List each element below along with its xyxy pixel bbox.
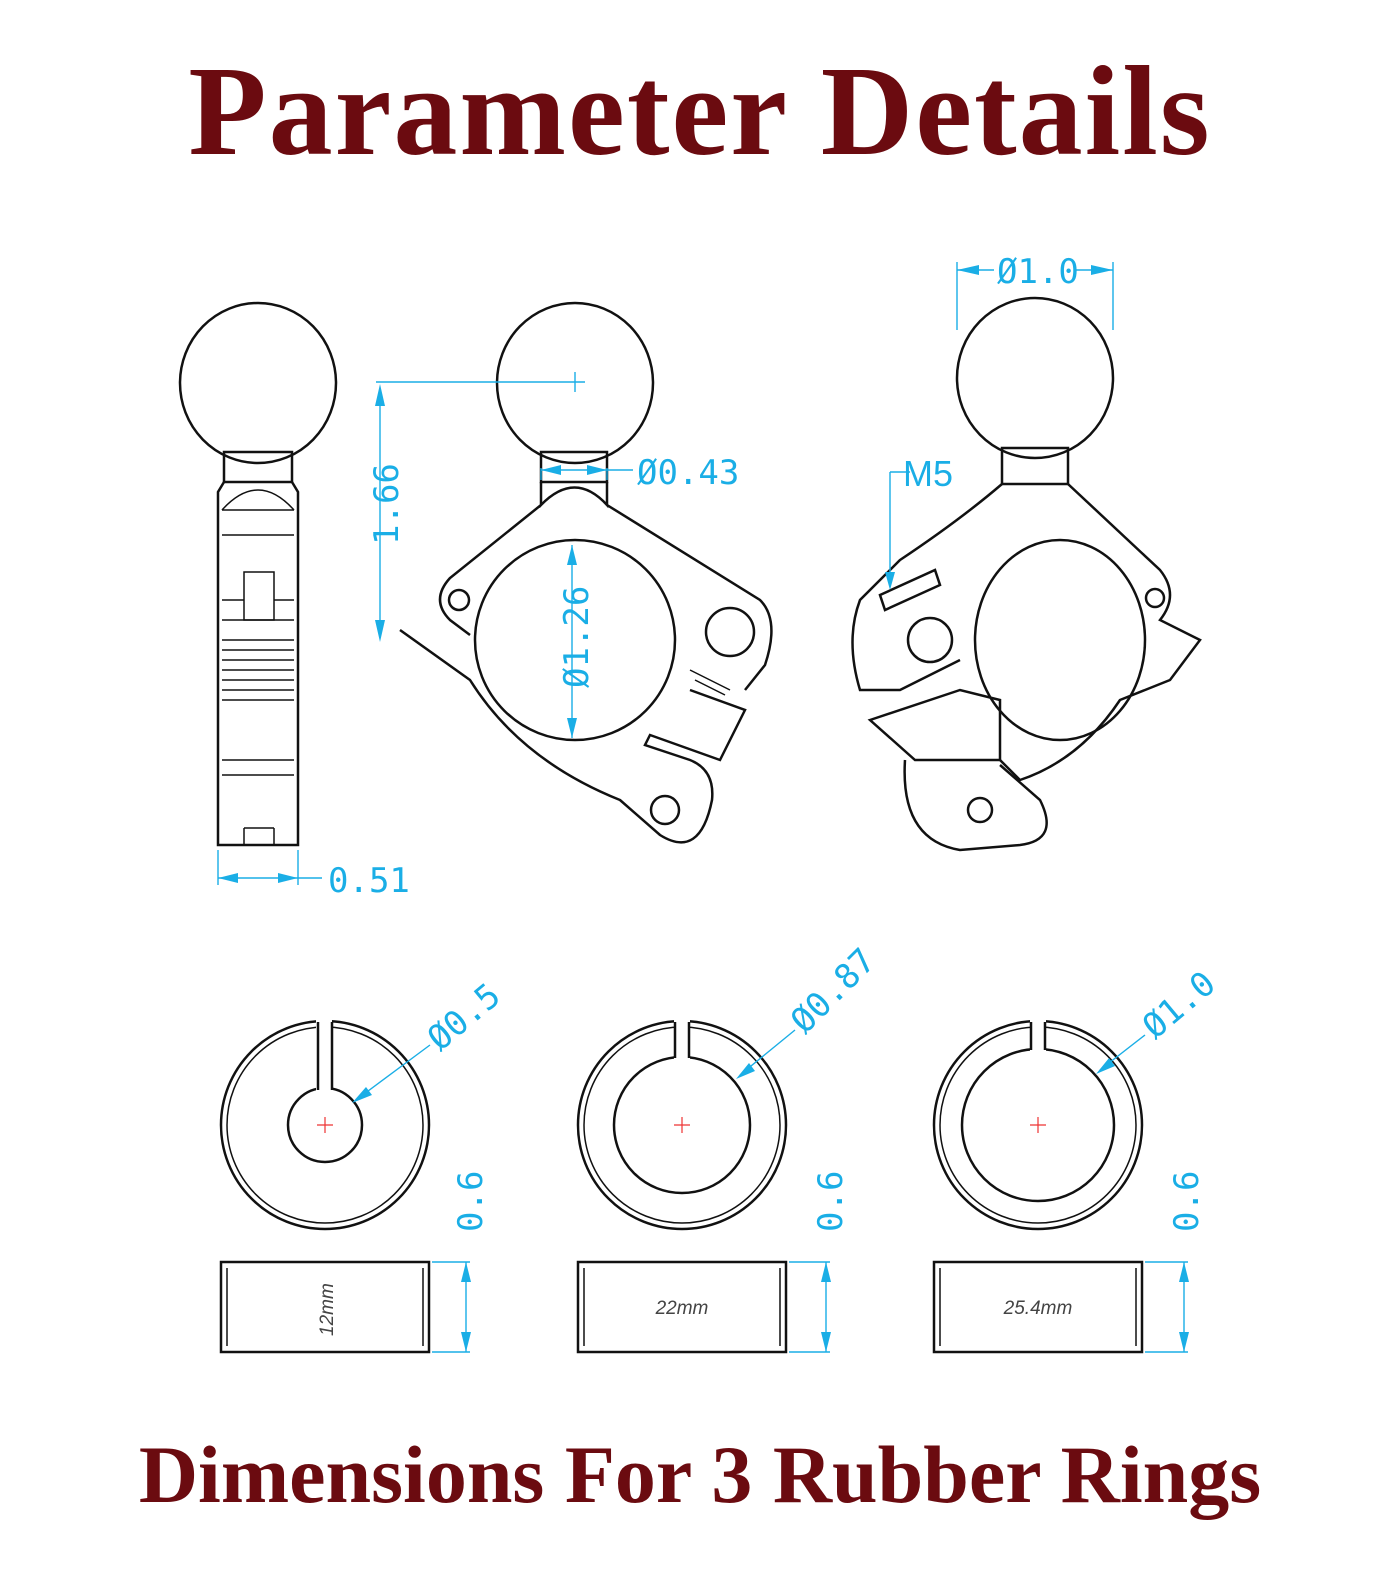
mount-side-view: 0.51 — [178, 301, 410, 901]
ring-2-height: 0.6 — [811, 1171, 851, 1232]
ring-2-size-label: 22mm — [655, 1298, 709, 1319]
ring-3: Ø1.0 25.4mm 0.6 — [932, 964, 1224, 1354]
ball-diameter-label: Ø1.0 — [997, 252, 1079, 292]
clamp-diameter-label: Ø1.26 — [557, 586, 597, 688]
height-label: 1.66 — [367, 463, 407, 545]
mount-front-view: 1.66 Ø0.43 Ø1.26 — [367, 301, 773, 844]
side-width-label: 0.51 — [328, 861, 410, 901]
ring-2-diameter: Ø0.87 — [783, 941, 884, 1042]
ring-1-height: 0.6 — [451, 1171, 491, 1232]
ring-1: Ø0.5 12mm 0.6 — [219, 976, 509, 1354]
screw-size-label: M5 — [903, 453, 953, 494]
ring-3-size-label: 25.4mm — [1003, 1298, 1073, 1319]
ring-1-size-label: 12mm — [317, 1283, 338, 1336]
ring-3-height: 0.6 — [1167, 1171, 1207, 1232]
footer-title: Dimensions For 3 Rubber Rings — [138, 1429, 1262, 1520]
ring-2: Ø0.87 22mm 0.6 — [576, 941, 884, 1354]
ring-1-diameter: Ø0.5 — [420, 976, 508, 1059]
mount-perspective-view: Ø1.0 M5 — [851, 250, 1202, 852]
neck-diameter-label: Ø0.43 — [637, 453, 739, 493]
ring-3-diameter: Ø1.0 — [1135, 964, 1223, 1047]
page-title: Parameter Details — [188, 40, 1212, 182]
